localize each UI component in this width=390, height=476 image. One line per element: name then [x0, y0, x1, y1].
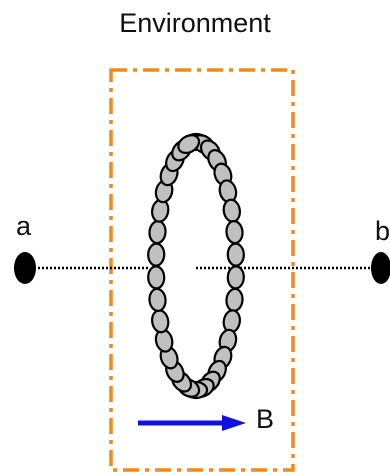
- ring-bead: [177, 134, 201, 155]
- terminal-a-label: a: [16, 211, 32, 241]
- bead-ring: [147, 132, 245, 400]
- terminal-b-label: b: [375, 216, 390, 246]
- ring-bead: [225, 287, 244, 312]
- ring-bead: [148, 287, 167, 312]
- field-arrow-head: [222, 415, 246, 431]
- ring-bead: [147, 242, 166, 267]
- ring-bead: [151, 309, 170, 334]
- ring-bead: [226, 265, 245, 290]
- terminal-a-dot: [14, 252, 36, 284]
- ring-bead: [225, 220, 244, 245]
- diagram-title: Environment: [119, 8, 271, 38]
- terminal-b-dot: [371, 252, 390, 284]
- ring-bead: [226, 242, 245, 267]
- ring-bead: [148, 220, 167, 245]
- ring-bead: [222, 198, 241, 223]
- field-label: B: [256, 404, 275, 434]
- environment-box: [109, 68, 295, 472]
- ring-bead: [147, 265, 166, 290]
